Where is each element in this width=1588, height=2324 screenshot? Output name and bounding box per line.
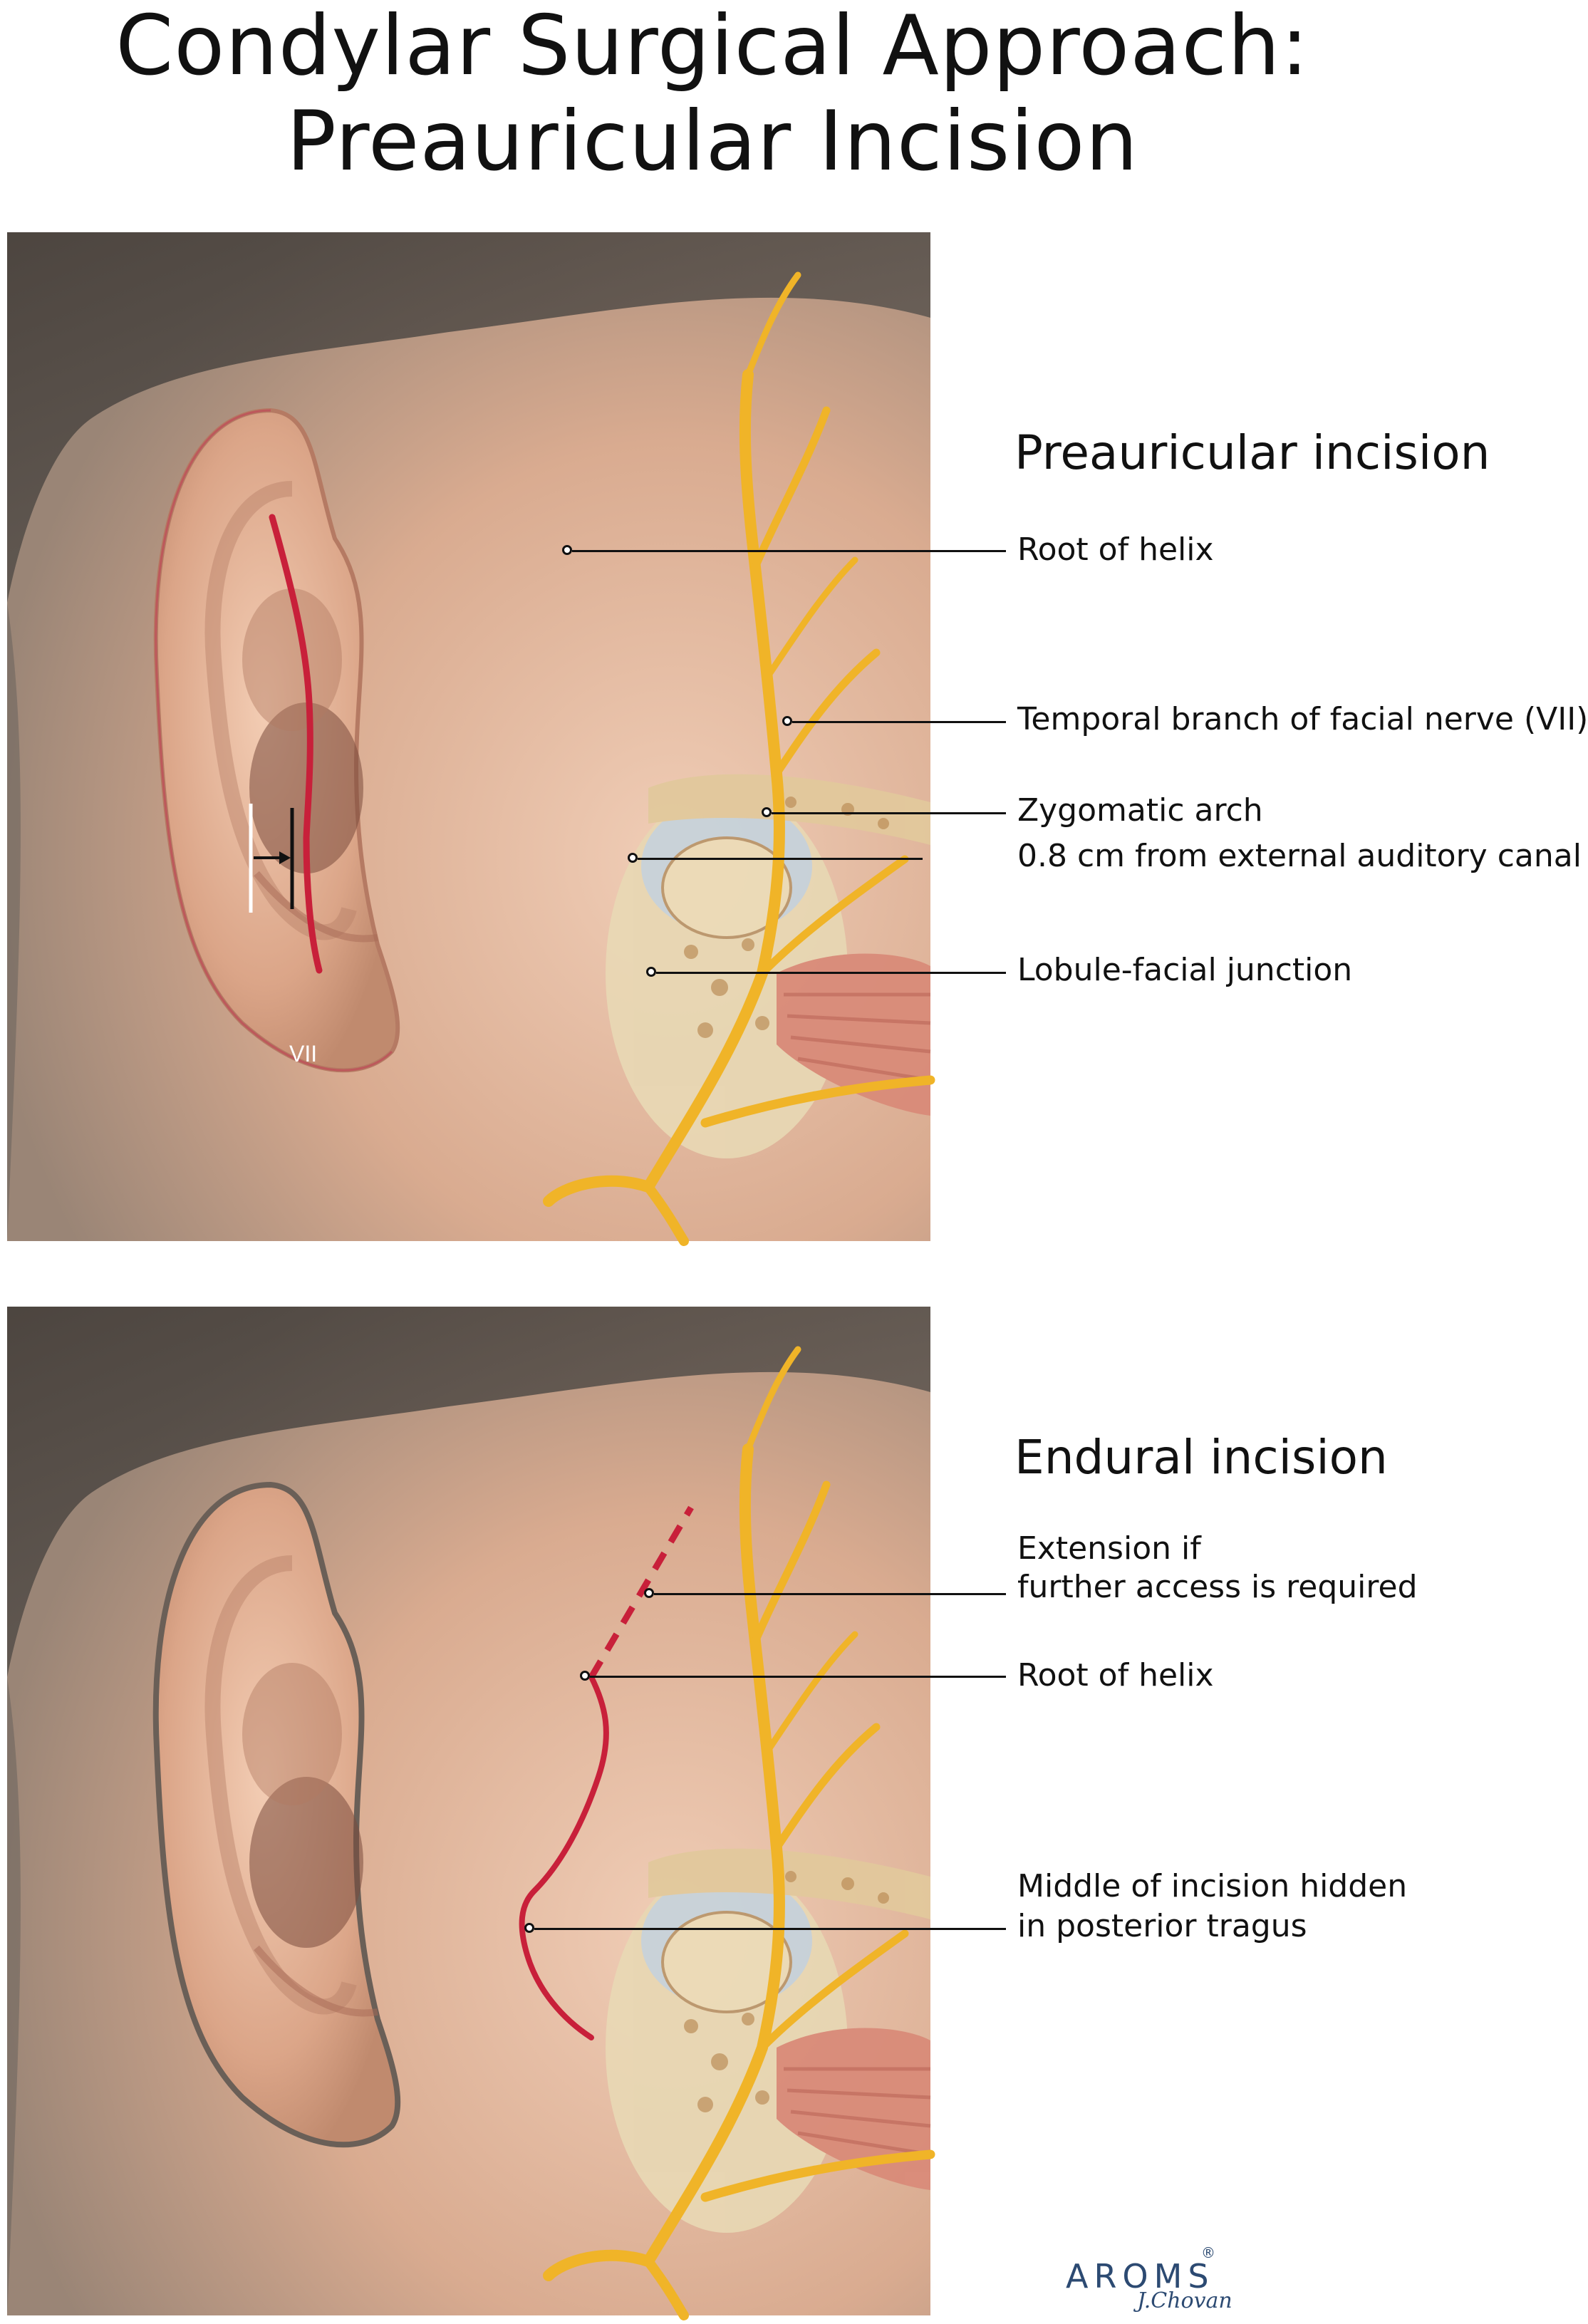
- endural-incision-line: [519, 1674, 609, 2040]
- point-extension: [644, 1588, 654, 1598]
- label-middle-of-incision-line-2: in posterior tragus: [1017, 1908, 1307, 1944]
- label-extension-line-1: Extension if: [1017, 1530, 1201, 1567]
- point-root-of-helix-2: [580, 1671, 590, 1681]
- endural-illustration: [7, 1307, 935, 2320]
- leader-extension: [654, 1593, 1006, 1595]
- preauricular-heading: Preauricular incision: [1014, 425, 1490, 480]
- point-lobule-facial-junction: [646, 967, 656, 977]
- facial-nerve: [543, 271, 935, 1246]
- leader-distance: [638, 858, 923, 860]
- nerve-marker-vii: VII: [289, 1041, 317, 1067]
- endural-heading: Endural incision: [1014, 1430, 1388, 1485]
- point-distance: [628, 853, 638, 863]
- label-root-of-helix-2: Root of helix: [1017, 1657, 1214, 1693]
- label-zygomatic-arch: Zygomatic arch: [1017, 792, 1263, 829]
- leader-lobule-facial-junction: [656, 972, 1006, 974]
- ear: [152, 1481, 401, 2148]
- extension-dashed-line: [588, 1505, 694, 1679]
- ear: [153, 408, 400, 1073]
- leader-posterior-tragus: [534, 1928, 1006, 1930]
- artist-signature: J.Chovan: [1137, 2288, 1232, 2313]
- point-posterior-tragus: [524, 1923, 534, 1933]
- registered-mark: ®: [1201, 2244, 1215, 2261]
- label-root-of-helix-1: Root of helix: [1017, 531, 1214, 568]
- facial-nerve: [543, 1346, 935, 2320]
- label-middle-of-incision-line-1: Middle of incision hidden: [1017, 1868, 1408, 1904]
- point-zygomatic-arch: [762, 807, 772, 817]
- page-title-line-1: Condylar Surgical Approach:: [115, 0, 1309, 94]
- leader-root-of-helix-2: [590, 1676, 1006, 1678]
- label-lobule-facial-junction: Lobule-facial junction: [1017, 952, 1353, 988]
- preauricular-incision-line: [269, 514, 323, 974]
- point-temporal-branch: [782, 716, 792, 726]
- label-temporal-branch: Temporal branch of facial nerve (VII): [1017, 701, 1588, 737]
- label-distance-from-canal: 0.8 cm from external auditory canal: [1017, 838, 1582, 874]
- label-extension-line-2: further access is required: [1017, 1569, 1418, 1605]
- preauricular-illustration: VII: [7, 232, 935, 1246]
- leader-zygomatic-arch: [772, 812, 1006, 814]
- point-root-of-helix-1: [562, 545, 572, 555]
- leader-root-of-helix-1: [572, 550, 1006, 552]
- leader-temporal-branch: [792, 721, 1006, 723]
- page-title-line-2: Preauricular Incision: [286, 93, 1138, 190]
- distance-arrowhead: [279, 851, 291, 864]
- condyle-anatomy: [606, 1848, 931, 2233]
- aroms-logo: AROMS: [1066, 2257, 1215, 2296]
